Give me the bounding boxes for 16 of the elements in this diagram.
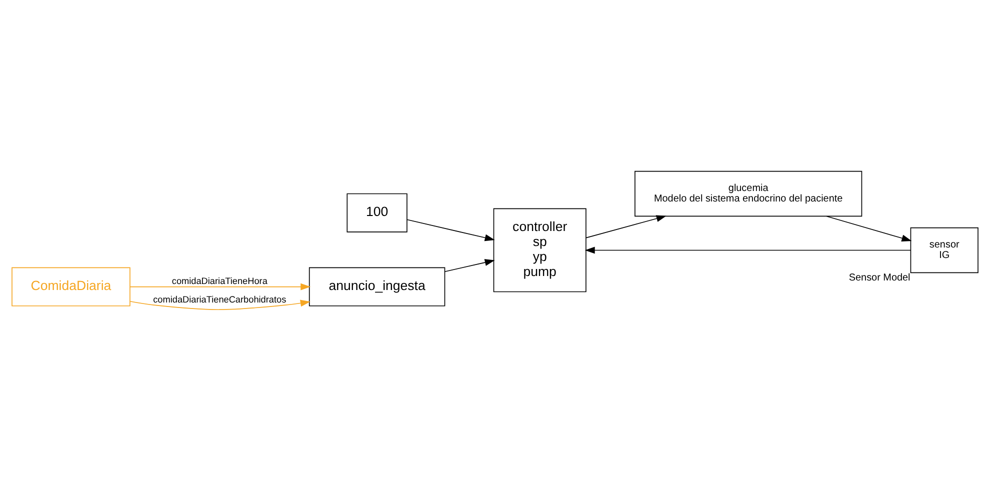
node-box: sensor IG — [910, 227, 978, 274]
arrow — [130, 283, 311, 290]
node-box: controller sp yp pump — [493, 208, 586, 292]
edge-label: comidaDiariaTieneHora — [172, 276, 268, 286]
arrow — [444, 259, 495, 272]
arrow — [586, 215, 666, 238]
arrow — [584, 246, 912, 254]
arrow — [130, 300, 310, 310]
node-label: Sensor Model — [848, 272, 910, 284]
node-box: 100 — [346, 193, 408, 232]
arrow — [826, 216, 912, 242]
node-box: anuncio_ingesta — [308, 267, 446, 306]
node-box: glucemia Modelo del sistema endocrino del paciente — [634, 170, 862, 217]
arrow — [406, 219, 495, 242]
edge-label: comidaDiariaTieneCarbohidratos — [153, 294, 286, 304]
node-box: ComidaDiaria — [12, 267, 130, 306]
